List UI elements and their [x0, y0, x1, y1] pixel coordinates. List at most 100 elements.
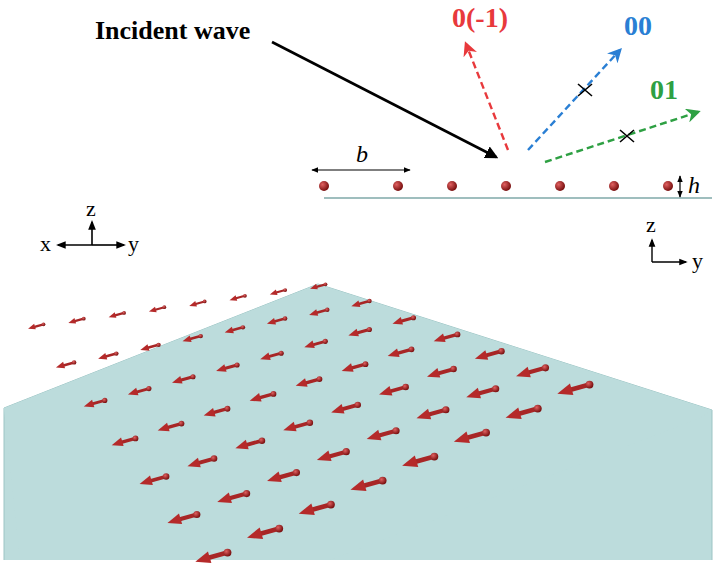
dipole-head: [427, 368, 440, 378]
dipole-arrow: [350, 477, 386, 491]
dipole-arrow: [454, 429, 490, 443]
dipole-ball: [283, 316, 287, 320]
dipole-ball: [42, 322, 46, 326]
dipole-ball: [190, 374, 195, 379]
suppressed-mark: [578, 84, 592, 96]
particle: [319, 181, 329, 191]
dipole-ball: [482, 429, 490, 437]
dipole-ball: [114, 351, 118, 355]
dipole-head: [158, 423, 170, 432]
dipole-head: [296, 378, 308, 387]
dipole-ball: [409, 346, 415, 352]
period-dimension: [312, 169, 410, 170]
dipole-arrow: [247, 525, 283, 539]
order-label: 0(-1): [452, 4, 508, 32]
dipole-head: [195, 551, 211, 563]
dipole-head: [506, 407, 522, 419]
order-label: 01: [650, 76, 678, 104]
dipole-head: [260, 352, 271, 360]
dipole-ball: [367, 299, 371, 303]
dipole-head: [109, 312, 117, 318]
dipole-arrow: [283, 420, 313, 432]
dipole-ball: [402, 384, 408, 390]
substrate-line: [324, 197, 712, 199]
dipole-arrow: [140, 343, 160, 351]
plane-crop: [0, 560, 716, 583]
dipole-head: [299, 503, 315, 515]
wave-arrows: [272, 42, 698, 162]
dipole-arrow: [217, 490, 250, 503]
dipole-head: [235, 440, 248, 450]
dipole-head: [250, 393, 262, 402]
dipole-ball: [498, 348, 504, 354]
dipole-arrow: [379, 384, 409, 396]
dipole-arrow: [342, 361, 369, 372]
dipole-arrow: [216, 362, 240, 371]
dipole-head: [98, 353, 107, 360]
dipole-arrow: [183, 334, 203, 342]
dipole-ball: [133, 436, 139, 442]
dipole-head: [189, 301, 197, 307]
dipole-head: [557, 383, 573, 395]
dipole-arrow: [351, 299, 371, 307]
dipole-head: [342, 363, 354, 372]
dipole-ball: [393, 427, 400, 434]
side-view: [312, 170, 712, 262]
dipole-arrow: [167, 511, 200, 524]
substrate-plane-front: [4, 284, 712, 560]
dipole-arrow: [416, 406, 449, 419]
dipole-arrow: [235, 437, 265, 449]
particle: [501, 181, 511, 191]
dipole-head: [466, 388, 481, 399]
dipole-ball: [179, 421, 185, 427]
dipole-array: [28, 282, 593, 562]
dipole-head: [216, 364, 227, 372]
axis-label: y: [128, 233, 139, 255]
dipole-head: [402, 455, 418, 467]
dipole-arrow: [402, 453, 438, 467]
dipole-head: [167, 513, 182, 524]
dipole-head: [516, 367, 531, 378]
dipole-head: [247, 527, 263, 539]
dipole-ball: [324, 282, 328, 286]
dipole-arrow: [309, 308, 329, 316]
dipole-head: [149, 307, 157, 313]
dipole-head: [283, 422, 296, 432]
dipole-ball: [355, 402, 361, 408]
dipole-head: [84, 400, 95, 408]
dipole-arrow: [267, 316, 287, 324]
dipole-head: [416, 409, 431, 420]
dipole-arrow: [98, 351, 118, 359]
dipole-arrow: [393, 315, 417, 324]
dipole-ball: [243, 294, 247, 298]
dipole-arrow: [299, 501, 335, 515]
dipole-ball: [156, 343, 160, 347]
axis-y: [652, 261, 686, 262]
dipole-arrow: [434, 332, 461, 343]
axis-z: [91, 222, 93, 245]
dipole-head: [331, 404, 344, 414]
dipole-head: [454, 431, 470, 443]
dipole-arrow: [172, 374, 196, 383]
dipole-arrow: [367, 427, 400, 440]
dipole-head: [309, 309, 318, 316]
diffracted-arrow: [466, 44, 508, 150]
dipole-ball: [122, 311, 126, 315]
incident-arrow: [272, 42, 496, 157]
dipole-ball: [327, 501, 335, 509]
dipole-ball: [235, 362, 240, 367]
dipole-ball: [275, 525, 283, 533]
axis-z: [651, 240, 652, 262]
dipole-ball: [211, 455, 217, 461]
dipole-arrow: [128, 386, 152, 395]
dipole-arrow: [225, 325, 245, 333]
diffracted-arrow: [545, 112, 698, 162]
dipole-head: [225, 327, 234, 334]
particle: [663, 181, 673, 191]
dipole-arrow: [317, 448, 350, 461]
dipole-arrow: [475, 348, 505, 360]
dipole-arrow: [310, 282, 327, 289]
dipole-arrow: [267, 469, 300, 482]
dipole-arrow: [250, 391, 277, 402]
